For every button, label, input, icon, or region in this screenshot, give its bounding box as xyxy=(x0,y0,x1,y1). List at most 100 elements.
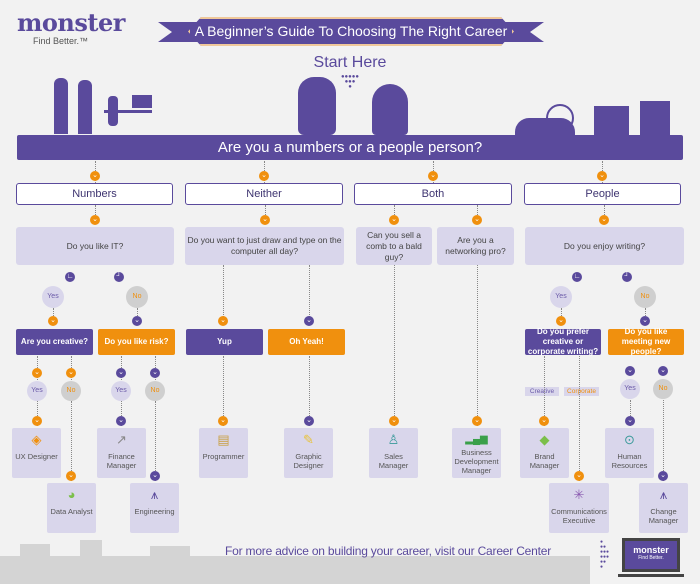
building-silhouette xyxy=(594,106,629,135)
branch-right-icon: ┘ xyxy=(622,272,632,282)
chevron-down-icon: ⌄ xyxy=(150,368,160,378)
branch-right-icon: ┘ xyxy=(114,272,124,282)
career-label: Communications Executive xyxy=(551,507,607,525)
career-label: Finance Manager xyxy=(106,452,137,470)
chevron-down-icon: ⌄ xyxy=(116,416,126,426)
connector xyxy=(155,401,156,481)
chevron-down-icon: ⌄ xyxy=(599,215,609,225)
chevron-down-icon: ⌄ xyxy=(259,171,269,181)
ribbon-left xyxy=(158,22,198,42)
career-graphic-designer[interactable]: ✎ Graphic Designer xyxy=(284,428,333,478)
career-engineering[interactable]: ⩚ Engineering xyxy=(130,483,179,533)
career-communications-executive[interactable]: ✳Communications Executive xyxy=(549,483,609,533)
monitor-wordmark: monster xyxy=(633,545,669,555)
answer-creative: Creative xyxy=(525,387,559,396)
layers-icon: ◈ xyxy=(31,432,42,447)
chevron-down-icon: ⌄ xyxy=(304,416,314,426)
career-brand-manager[interactable]: ◆ Brand Manager xyxy=(520,428,569,478)
logo-tagline: Find Better.™ xyxy=(33,36,89,46)
career-sales-manager[interactable]: ♙ Sales Manager xyxy=(369,428,418,478)
building-shape xyxy=(150,546,190,584)
person-icon: ♙ xyxy=(387,432,400,447)
connector xyxy=(604,205,605,223)
chevron-down-icon: ⌄ xyxy=(597,171,607,181)
compass-icon: ⩚ xyxy=(659,487,668,502)
answer-yes: Yes xyxy=(27,381,47,401)
connector xyxy=(477,205,478,223)
question-networking: Are you a networking pro? xyxy=(437,227,514,265)
dots-arrow-icon: ●●●●●●●●●●●● xyxy=(600,539,610,570)
pen-tool-icon: ✎ xyxy=(303,432,314,447)
connector xyxy=(544,356,545,426)
answer-yes: Yes xyxy=(550,286,572,308)
building-shape xyxy=(20,544,50,584)
connector xyxy=(309,356,310,426)
connector xyxy=(265,205,266,223)
man-head-silhouette xyxy=(298,77,336,135)
chevron-down-icon: ⌄ xyxy=(539,416,549,426)
chevron-down-icon: ⌄ xyxy=(556,316,566,326)
career-finance-manager[interactable]: ↗Finance Manager xyxy=(97,428,146,478)
question-enjoy-writing: Do you enjoy writing? xyxy=(525,227,684,265)
question-sell-comb: Can you sell a comb to a bald guy? xyxy=(356,227,432,265)
search-person-icon: ⊙ xyxy=(624,432,635,447)
answer-oh-yeah: Oh Yeah! xyxy=(268,329,345,355)
career-label: Data Analyst xyxy=(50,507,93,516)
answer-yup: Yup xyxy=(186,329,263,355)
answer-no: No xyxy=(634,286,656,308)
branch-left-icon: ∟ xyxy=(572,272,582,282)
question-risk: Do you like risk? xyxy=(98,329,175,355)
question-draw-type: Do you want to just draw and type on the… xyxy=(185,227,344,265)
career-label: Sales Manager xyxy=(378,452,409,470)
branch-left-icon: ∟ xyxy=(65,272,75,282)
chevron-down-icon: ⌄ xyxy=(218,416,228,426)
answer-no: No xyxy=(61,381,81,401)
building-shape xyxy=(80,540,102,584)
chevron-down-icon: ⌄ xyxy=(658,471,668,481)
career-label: Programmer xyxy=(202,452,245,461)
career-business-development-manager[interactable]: ▂▄▆Business Development Manager xyxy=(452,428,501,478)
category-both[interactable]: Both xyxy=(354,183,512,205)
career-label: Brand Manager xyxy=(529,452,560,470)
career-ux-designer[interactable]: ◈ UX Designer xyxy=(12,428,61,478)
start-here: Start Here xyxy=(313,54,387,71)
question-writing-type: Do you prefer creative or corporate writ… xyxy=(525,327,601,356)
tag-icon: ◆ xyxy=(539,432,550,447)
career-label: Engineering xyxy=(134,507,175,516)
career-center-link[interactable]: For more advice on building your career,… xyxy=(225,544,552,558)
category-numbers[interactable]: Numbers xyxy=(16,183,173,205)
monster-logo[interactable]: monster Find Better.™ xyxy=(17,8,125,47)
connector xyxy=(71,401,72,481)
career-label: Human Resources xyxy=(611,452,648,470)
chevron-down-icon: ⌄ xyxy=(625,366,635,376)
question-creative: Are you creative? xyxy=(16,329,93,355)
chevron-down-icon: ⌄ xyxy=(48,316,58,326)
businessman-silhouette xyxy=(54,78,68,134)
connector xyxy=(309,265,310,325)
chart-icon: ◕ xyxy=(67,487,76,502)
career-change-manager[interactable]: ⩚ Change Manager xyxy=(639,483,688,533)
career-label: Change Manager xyxy=(648,507,679,525)
chevron-down-icon: ⌄ xyxy=(32,368,42,378)
career-human-resources[interactable]: ⊙ Human Resources xyxy=(605,428,654,478)
monitor-tagline: Find Better. xyxy=(638,555,664,561)
career-data-analyst[interactable]: ◕ Data Analyst xyxy=(47,483,96,533)
compass-icon: ⩚ xyxy=(150,487,159,502)
category-people[interactable]: People xyxy=(524,183,681,205)
career-programmer[interactable]: ▤Programmer xyxy=(199,428,248,478)
answer-yes: Yes xyxy=(620,379,640,399)
chevron-down-icon: ⌄ xyxy=(32,416,42,426)
connector xyxy=(579,356,580,481)
building-silhouette xyxy=(640,101,670,135)
chevron-down-icon: ⌄ xyxy=(574,471,584,481)
connector xyxy=(663,400,664,481)
chevron-down-icon: ⌄ xyxy=(428,171,438,181)
businessman-silhouette xyxy=(78,80,92,134)
logo-wordmark: monster xyxy=(17,8,125,37)
career-label: Graphic Designer xyxy=(293,452,324,470)
category-neither[interactable]: Neither xyxy=(185,183,343,205)
career-label: UX Designer xyxy=(15,452,58,461)
connector xyxy=(394,205,395,223)
chevron-down-icon: ⌄ xyxy=(66,471,76,481)
